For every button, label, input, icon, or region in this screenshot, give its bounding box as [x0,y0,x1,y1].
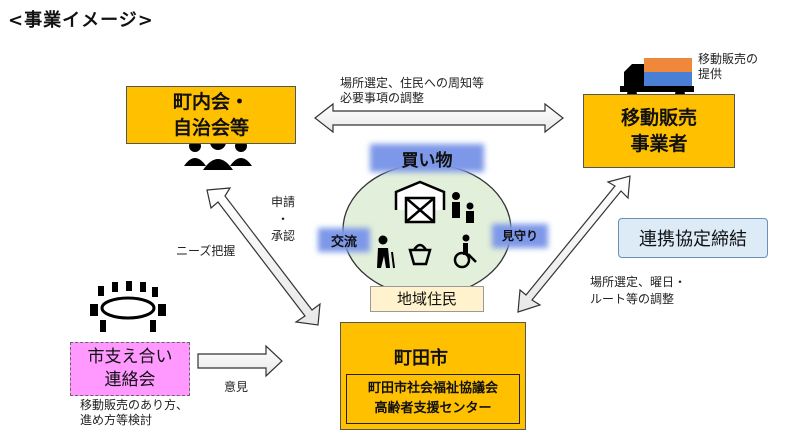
agreement-box: 連携協定締結 [618,218,768,258]
page-title: <事業イメージ> [8,10,154,31]
truck-icon [620,58,694,99]
chonaikai-box: 町内会・ 自治会等 [126,86,296,144]
truck-caption: 移動販売の 提供 [698,52,759,81]
liaison-caption: 移動販売のあり方、 進め方等検討 [80,398,189,427]
opinion-arrow [197,344,283,378]
welfare-box: 町田市社会福祉協議会 高齢者支援センター [346,374,520,424]
right-arrow-label: 場所選定、曜日・ ルート等の調整 [590,275,687,306]
application-label: 申請 ・ 承認 [270,195,295,243]
top-double-arrow [314,102,564,134]
watch-label: 見守り [501,229,538,243]
exchange-label: 交流 [330,235,357,250]
basket-icon [408,243,432,266]
top-arrow-label: 場所選定、住民への周知等 必要事項の調整 [340,76,485,105]
right-double-arrow [517,175,631,313]
residents-box: 地域住民 [370,286,484,312]
mobile-seller-box: 移動販売 事業者 [583,94,735,168]
left-double-arrow [206,187,321,326]
watch-glow [492,224,548,248]
meeting-table-icon [90,281,166,332]
shopping-label: 買い物 [401,151,453,171]
exchange-glow [318,228,370,252]
family-icon [452,192,474,223]
machida-label: 町田市 [394,348,448,369]
elderly-walker-icon [377,235,395,269]
wheelchair-icon [453,234,477,269]
shopping-glow [370,144,484,172]
barn-icon [394,180,446,224]
needs-label: ニーズ把握 [176,244,236,258]
liaison-box: 市支え合い 連絡会 [70,342,190,396]
opinion-label: 意見 [224,380,249,394]
